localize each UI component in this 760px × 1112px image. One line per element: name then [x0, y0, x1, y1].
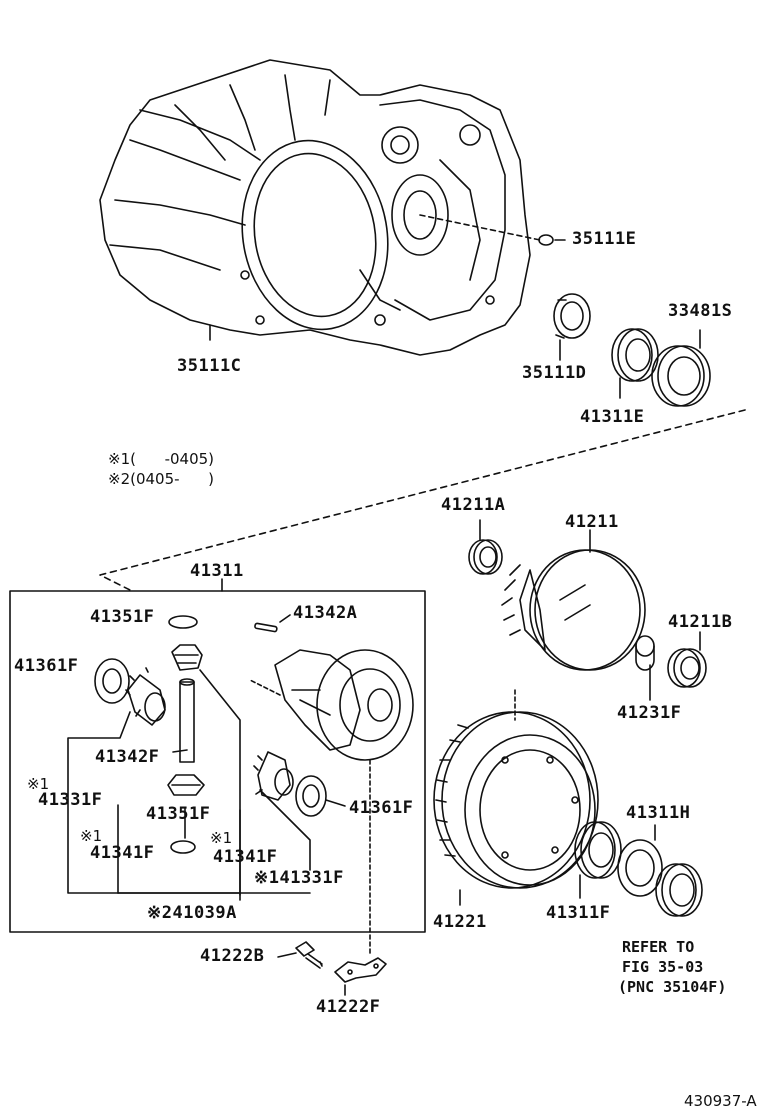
label-33481s: 33481S — [668, 301, 733, 321]
label-41351f-bottom: 41351F — [146, 804, 211, 824]
label-41341f-left: 41341F — [90, 843, 155, 863]
note-1: ※1( -0405) — [108, 450, 215, 468]
figure-id: 430937-A — [684, 1092, 757, 1110]
race-33481s-drawing — [651, 329, 711, 407]
label-41342a: 41342A — [293, 603, 358, 623]
bearing-41311f-drawing — [574, 821, 622, 899]
bearing-41211b-drawing — [667, 631, 707, 688]
mark-1-a: ※1 — [27, 775, 50, 793]
label-41341f-right: 41341F — [213, 847, 278, 867]
label-41222f: 41222F — [316, 997, 381, 1017]
label-41211: 41211 — [565, 512, 619, 532]
pinion-bottom-drawing — [167, 774, 205, 796]
side-gear-left-drawing — [125, 667, 166, 726]
label-41211a: 41211A — [441, 495, 506, 515]
label-41039a: ※241039A — [147, 903, 237, 923]
label-41222b: 41222B — [200, 946, 265, 966]
label-41361f-left: 41361F — [14, 656, 79, 676]
transaxle-case-drawing — [99, 59, 531, 356]
refer-line-3: (PNC 35104F) — [618, 978, 727, 996]
label-41342f: 41342F — [95, 747, 160, 767]
gear-41211-drawing — [501, 529, 646, 671]
oil-seal-35111d-drawing — [553, 293, 591, 361]
ring-gear-41221-drawing — [433, 711, 599, 906]
pin-41342a-drawing — [254, 614, 291, 633]
label-41361f-right: 41361F — [349, 798, 414, 818]
label-41311: 41311 — [190, 561, 244, 581]
mark-1-b: ※1 — [80, 827, 103, 845]
leader-lines — [67, 669, 371, 956]
washer-41361f-right-drawing — [295, 775, 346, 817]
assembly-dashed-line — [99, 409, 746, 591]
label-41231f: 41231F — [617, 703, 682, 723]
bearing-41211a-drawing — [468, 519, 503, 575]
lock-plate-41222f-drawing — [334, 957, 387, 996]
label-41221: 41221 — [433, 912, 487, 932]
shaft-41342f-drawing — [172, 678, 195, 763]
label-41211b: 41211B — [668, 612, 733, 632]
label-41311f: 41311F — [546, 903, 611, 923]
label-41311h: 41311H — [626, 803, 691, 823]
plug-35111e-drawing — [419, 214, 566, 246]
bolt-41222b-drawing — [277, 941, 323, 969]
differential-case-drawing — [274, 649, 414, 761]
washer-41351f-top-drawing — [168, 615, 198, 629]
label-41331f-right: ※141331F — [254, 868, 344, 888]
washer-41361f-left-drawing — [94, 658, 130, 704]
differential-kit-box — [9, 590, 426, 933]
label-41331f: 41331F — [38, 790, 103, 810]
bearing-41311e-drawing — [611, 328, 659, 399]
label-35111e: 35111E — [572, 229, 637, 249]
note-2: ※2(0405- ) — [108, 470, 215, 488]
mark-1-c: ※1 — [210, 829, 233, 847]
label-35111d: 35111D — [522, 363, 587, 383]
pinion-top-drawing — [171, 644, 203, 671]
sleeve-41231f-drawing — [635, 635, 655, 701]
refer-line-1: REFER TO — [622, 938, 695, 956]
label-41311e: 41311E — [580, 407, 645, 427]
label-35111c: 35111C — [177, 356, 242, 376]
shim-drawing — [617, 839, 663, 897]
label-41351f-top: 41351F — [90, 607, 155, 627]
refer-line-2: FIG 35-03 — [622, 958, 704, 976]
side-gear-right-drawing — [253, 751, 294, 801]
race-41311h-drawing — [654, 824, 703, 917]
washer-41351f-bottom-drawing — [170, 840, 196, 854]
